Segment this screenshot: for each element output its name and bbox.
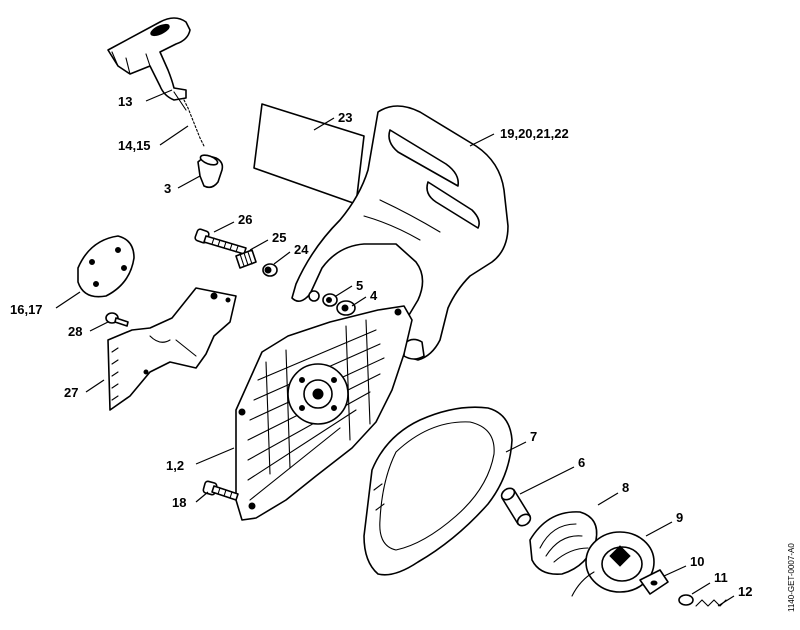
label-9: 9: [676, 510, 683, 525]
label-16-17: 16,17: [10, 302, 43, 317]
leader-lines: [55, 89, 735, 607]
label-26: 26: [238, 212, 252, 227]
bushing-5: [322, 293, 338, 307]
label-18: 18: [172, 495, 186, 510]
label-6: 6: [578, 455, 585, 470]
shaft-6: [500, 487, 532, 527]
hand-guard: [291, 105, 509, 361]
label-11: 11: [714, 570, 728, 585]
label-24: 24: [294, 242, 309, 257]
part-labels: 13 14,15 3 23 19,20,21,22 26 25 24 5 4 1…: [10, 94, 752, 599]
label-10: 10: [690, 554, 704, 569]
bolt-26: [194, 228, 247, 255]
label-4: 4: [370, 288, 378, 303]
label-8: 8: [622, 480, 629, 495]
pawl-10: [639, 569, 669, 595]
label-7: 7: [530, 429, 537, 444]
gasket-plate: [77, 235, 135, 298]
label-14-15: 14,15: [118, 138, 151, 153]
spring-25: [235, 249, 257, 269]
label-19-20-21-22: 19,20,21,22: [500, 126, 569, 141]
label-28: 28: [68, 324, 82, 339]
spring-12: [695, 599, 727, 607]
fan-housing: [235, 305, 413, 521]
screw-28: [105, 312, 129, 327]
label-12: 12: [738, 584, 752, 599]
bolt-18: [202, 480, 239, 501]
catcher-plate: [107, 287, 237, 411]
sleeve-24: [262, 263, 278, 277]
starter-rope: [183, 99, 205, 147]
rope-guide-bushing: [197, 154, 224, 189]
label-1-2: 1,2: [166, 458, 184, 473]
label-25: 25: [272, 230, 286, 245]
fan-cover: [363, 406, 513, 576]
label-27: 27: [64, 385, 78, 400]
label-3: 3: [164, 181, 171, 196]
label-23: 23: [338, 110, 352, 125]
label-13: 13: [118, 94, 132, 109]
drawing-code: 1140-GET-0007-A0: [787, 543, 796, 612]
rope-rotor: [571, 531, 655, 597]
spring-clip-11: [678, 594, 694, 606]
label-5: 5: [356, 278, 363, 293]
washer-4: [336, 300, 356, 316]
